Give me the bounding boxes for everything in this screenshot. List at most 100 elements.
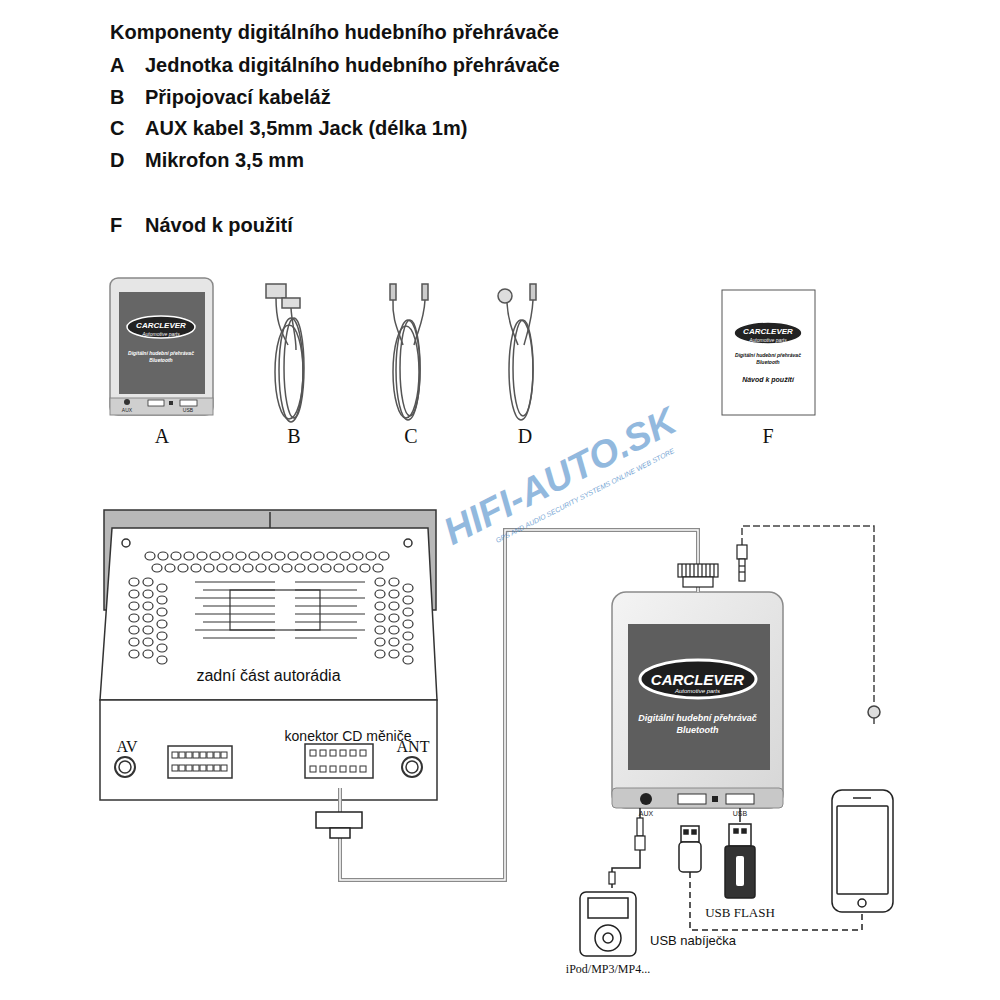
car-radio — [350, 750, 356, 756]
car-radio — [406, 761, 418, 773]
player-unit — [612, 592, 783, 808]
mp3-player — [603, 933, 613, 943]
smartphone — [832, 790, 893, 912]
mp3-player — [580, 892, 636, 956]
car-radio — [375, 578, 385, 586]
part-label: C — [404, 425, 417, 448]
car-radio — [389, 590, 399, 598]
car-radio — [347, 564, 357, 572]
car-radio — [207, 765, 213, 771]
car-radio — [100, 528, 437, 700]
microphone — [873, 718, 875, 724]
car-radio — [230, 564, 240, 572]
car-radio — [230, 590, 320, 630]
car-radio — [360, 564, 370, 572]
car-radio — [195, 597, 365, 598]
car-radio — [178, 564, 188, 572]
car-radio — [157, 644, 167, 652]
car-radio — [403, 608, 413, 616]
car-radio — [320, 750, 326, 756]
unit-thumbnail — [124, 399, 130, 405]
car-radio — [403, 584, 413, 592]
car-radio — [221, 752, 227, 758]
unit-thumbnail — [110, 278, 213, 415]
car-radio — [404, 539, 412, 547]
car-radio — [143, 638, 153, 646]
cd-changer-connector: konektor CD měniče — [278, 728, 418, 788]
mp3-player — [580, 892, 636, 956]
car-radio — [186, 765, 192, 771]
car-radio — [100, 510, 437, 800]
car-radio — [314, 552, 324, 560]
node-text: USB FLASH — [705, 905, 775, 921]
usb-flash-drive — [729, 824, 751, 846]
car-radio — [157, 632, 167, 640]
mic-jack — [739, 565, 745, 566]
car-radio — [334, 564, 344, 572]
smartphone — [832, 790, 893, 912]
car-radio — [115, 757, 135, 777]
car-radio — [402, 757, 422, 777]
car-radio — [269, 564, 279, 572]
car-radio — [223, 552, 233, 560]
car-radio — [152, 564, 162, 572]
car-radio — [217, 564, 227, 572]
unit-thumbnail — [119, 292, 205, 394]
microphone-cable — [498, 284, 536, 420]
car-radio — [171, 552, 181, 560]
unit-plug — [678, 564, 718, 577]
component-list-item: Návod k použití — [145, 214, 293, 237]
car-radio — [330, 766, 336, 772]
node-text: CARCLEVER — [651, 671, 744, 688]
mp3-player — [595, 925, 621, 951]
part-label: CARCLEVER — [136, 321, 186, 330]
player-unit — [640, 660, 756, 698]
car-radio — [143, 650, 153, 658]
player-unit — [628, 624, 770, 770]
car-radio — [157, 620, 167, 628]
node-text: Bluetooth — [677, 725, 719, 735]
car-radio — [375, 590, 385, 598]
aux-jack — [609, 818, 645, 884]
usb-flash-drive — [742, 829, 746, 833]
microphone-cable — [509, 320, 533, 420]
radio-plug — [330, 828, 350, 838]
component-list-item: AUX kabel 3,5mm Jack (délka 1m) — [145, 117, 467, 140]
car-radio — [143, 614, 153, 622]
car-radio — [340, 766, 346, 772]
car-radio — [157, 584, 167, 592]
part-label: AUX — [639, 810, 653, 817]
car-radio — [207, 752, 213, 758]
part-label: AUX — [122, 407, 132, 413]
node-text: iPod/MP3/MP4... — [566, 962, 650, 977]
car-radio — [100, 700, 437, 800]
car-radio — [403, 644, 413, 652]
car-radio — [269, 512, 271, 528]
part-label: USB — [733, 810, 747, 817]
car-radio — [308, 564, 318, 572]
car-radio — [379, 552, 389, 560]
car-radio — [200, 765, 206, 771]
car-radio — [143, 578, 153, 586]
car-radio — [184, 552, 194, 560]
car-radio — [129, 552, 413, 664]
car-radio — [360, 766, 366, 772]
car-radio — [350, 766, 356, 772]
car-radio — [375, 602, 385, 610]
car-radio — [157, 608, 167, 616]
microphone-cable — [498, 289, 512, 303]
component-list-item: C — [110, 117, 124, 140]
car-radio — [403, 596, 413, 604]
component-list-item: Připojovací kabeláž — [145, 86, 331, 109]
usb-charger-plug — [684, 830, 688, 834]
aux-cable — [390, 284, 396, 300]
car-radio — [210, 552, 220, 560]
car-radio — [203, 605, 357, 606]
node-text: Digitální hudební přehrávač — [638, 713, 757, 723]
harness-cable — [266, 284, 286, 298]
player-unit — [712, 796, 718, 802]
car-radio — [122, 539, 130, 547]
mp3-player — [588, 898, 628, 918]
microphone — [742, 526, 874, 704]
player-unit — [678, 794, 706, 804]
